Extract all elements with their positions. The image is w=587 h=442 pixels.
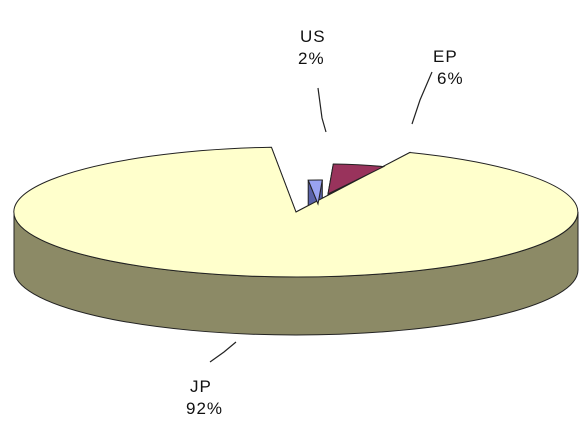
us-slice <box>307 179 323 206</box>
us-value-label: 2% <box>298 49 325 68</box>
ep-value-label: 6% <box>437 69 464 88</box>
jp-leader-line <box>209 341 237 363</box>
us-label: US <box>300 27 326 46</box>
jp-slice <box>13 146 579 278</box>
us-leader-line <box>317 87 327 133</box>
slice-tops <box>13 146 579 278</box>
ep-slice <box>327 163 386 195</box>
ep-label: EP <box>433 47 458 66</box>
jp-label: JP <box>190 377 212 396</box>
jp-value-label: 92% <box>186 399 223 418</box>
ep-leader-line <box>411 71 433 125</box>
